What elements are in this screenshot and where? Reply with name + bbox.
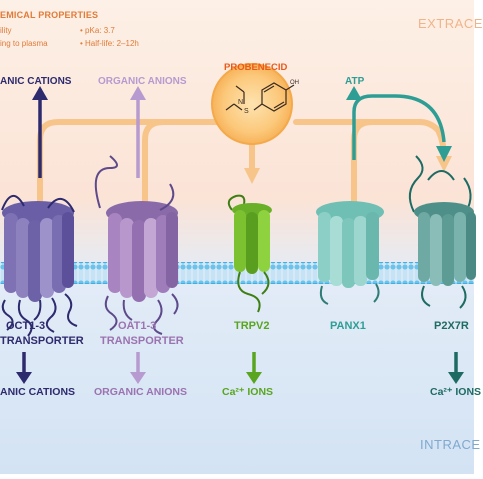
oct-import-arrow [16,352,32,384]
panx1-atp-arrow [346,86,362,100]
oct-name: OCT1-3 [6,320,46,332]
panx1-channel [316,201,384,305]
oct-name-line2: TRANSPORTER [0,335,84,347]
trpv2-bottom-label: Ca²⁺ IONS [222,386,274,398]
oat1-3-transporter [94,155,179,335]
svg-text:N: N [238,99,243,106]
atp-to-p2x7r-arrow [352,94,446,160]
oat-export-arrow [130,86,146,178]
property-pka: • pKa: 3.7 [80,26,115,35]
property-binding: ing to plasma [0,39,48,48]
trpv2-import-arrow [246,352,262,384]
oct1-3-transporter [1,195,78,337]
diagram-svg: S N OH [0,0,476,474]
chemical-properties-title: EMICAL PROPERTIES [0,10,99,20]
oat-import-arrow [130,352,146,384]
p2x7r-activation-arrow [436,156,452,172]
oat-name: OAT1-3 [118,320,157,332]
panx1-top-label: ATP [345,76,365,87]
p2x7r-bottom-label: Ca²⁺ IONS [430,386,482,398]
oat-bottom-label: ORGANIC ANIONS [94,386,187,398]
intracellular-label: INTRACE [420,437,481,452]
svg-text:OH: OH [290,80,299,86]
p2x7r-name: P2X7R [434,320,469,332]
property-half-life: • Half-life: 2–12h [80,39,139,48]
trpv2-name: TRPV2 [234,320,270,332]
atp-arrowhead-p2x7r [436,146,452,162]
p2x7r-receptor [408,155,476,309]
probenecid-structure [225,82,295,112]
oct-bottom-label: ANIC CATIONS [0,386,76,398]
trpv2-channel [227,194,272,313]
oat-name-line2: TRANSPORTER [100,335,184,347]
property-solubility: ility [0,26,12,35]
p2x7r-import-arrow [448,352,464,384]
oat-top-label: ORGANIC ANIONS [98,76,187,87]
extracellular-label: EXTRACE [418,16,483,31]
probenecid-label: PROBENECID [224,62,288,73]
svg-text:S: S [244,108,249,115]
trpv2-activation-arrow [244,168,260,184]
oct-top-label: ANIC CATIONS [0,76,72,87]
panx1-name: PANX1 [330,320,366,332]
oct-export-arrow [32,86,48,178]
